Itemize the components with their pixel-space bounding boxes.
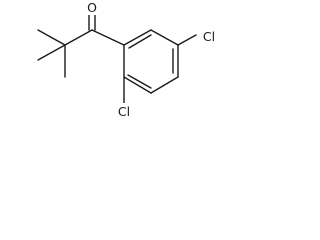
oxygen-label-background [85,0,99,15]
chemical-structure: O Cl Cl [37,0,221,119]
oxygen-label: O [87,0,97,15]
ring-bond-4 [150,76,179,94]
bond-ring-chlorine-top [177,34,197,46]
ring-inner-bond-top [128,34,152,49]
bond-methyl-left [37,44,66,61]
chlorine-bottom-label: Cl [118,104,130,119]
ring-bond-2 [150,29,179,46]
ring-bond-1 [123,29,152,46]
ring-bond-5 [123,76,152,94]
bond-quaternary-carbonyl [64,29,93,46]
chlorine-top-label: Cl [203,29,215,44]
chlorine-bottom-label-background [112,103,136,119]
bond-methyl-top-left [37,29,66,46]
ring-inner-bond-bottom [127,74,152,89]
chlorine-top-label-background [197,28,221,44]
bond-carbonyl-ring [91,29,125,46]
